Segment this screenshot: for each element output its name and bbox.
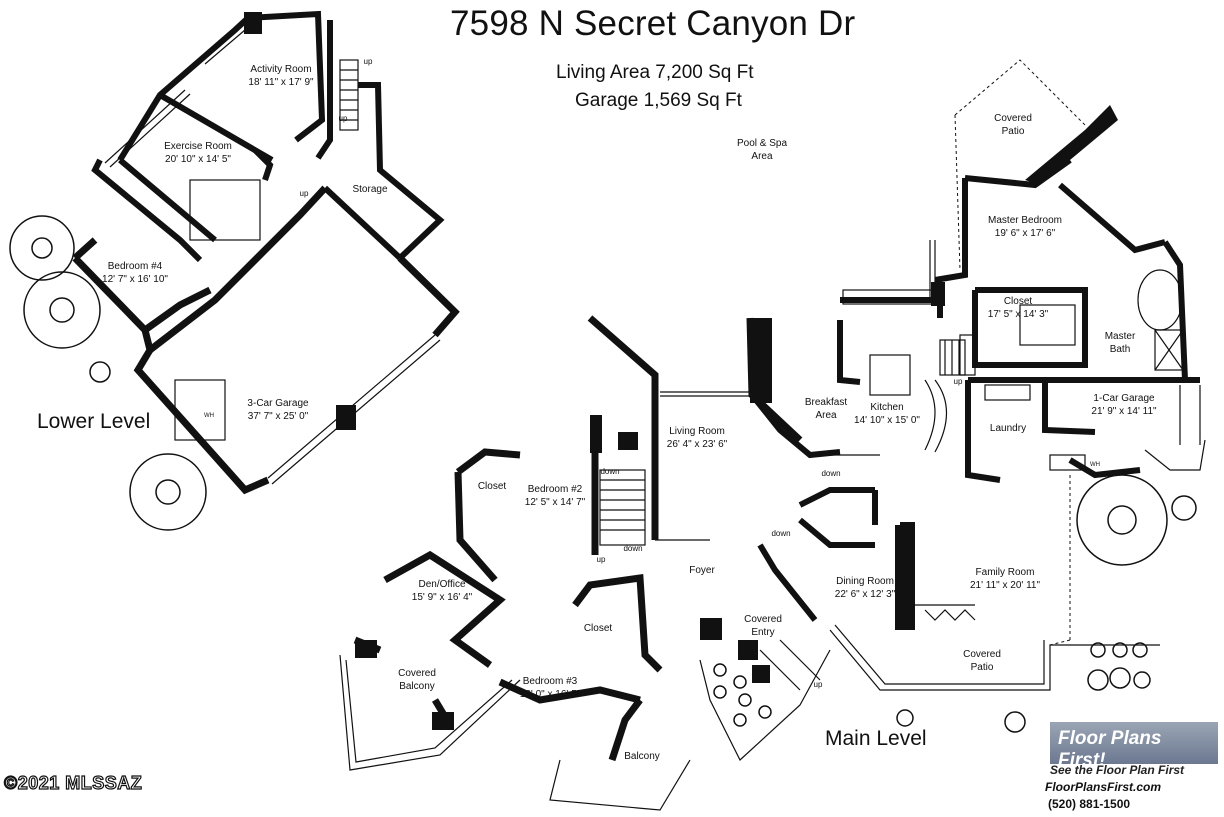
- wall-blocks: [244, 12, 1118, 730]
- stair-label-down: down: [623, 544, 643, 553]
- stair-label-up: up: [596, 555, 606, 564]
- room-laundry: Laundry: [989, 423, 1027, 434]
- wall-lines: [72, 10, 1206, 811]
- main-level-label: Main Level: [825, 727, 927, 750]
- garage-area: Garage 1,569 Sq Ft: [575, 90, 742, 111]
- room-storage: Storage: [352, 184, 388, 195]
- room-closet-bedroom-2: Closet: [477, 481, 507, 492]
- brand-url: FloorPlansFirst.com: [1045, 780, 1162, 794]
- stair-label-up: up: [953, 377, 963, 386]
- stair-label-down: down: [771, 529, 791, 538]
- stair-label-up: up: [338, 114, 348, 123]
- copyright-watermark: ©2021 MLSSAZ: [3, 772, 143, 793]
- room-closet-bedroom-3: Closet: [583, 623, 613, 634]
- water-heater-icon: WH: [204, 413, 214, 419]
- brand-phone: (520) 881-1500: [1048, 797, 1131, 811]
- brand-tagline: See the Floor Plan First: [1050, 763, 1185, 777]
- stair-label-up: up: [299, 189, 309, 198]
- property-address: 7598 N Secret Canyon Dr: [450, 4, 856, 43]
- water-heater-icon: WH: [1090, 462, 1100, 468]
- stair-label-down: down: [821, 469, 841, 478]
- landscape-trees: [9, 215, 1197, 733]
- area-foyer: Foyer: [689, 565, 715, 576]
- area-balcony: Balcony: [624, 751, 660, 762]
- stair-label-up: up: [813, 680, 823, 689]
- living-area: Living Area 7,200 Sq Ft: [556, 62, 754, 83]
- lower-level-label: Lower Level: [37, 410, 151, 433]
- stair-label-up: up: [363, 57, 373, 66]
- stair-label-down: down: [600, 467, 620, 476]
- floor-plans-first-logo: Floor Plans First!: [1050, 722, 1218, 771]
